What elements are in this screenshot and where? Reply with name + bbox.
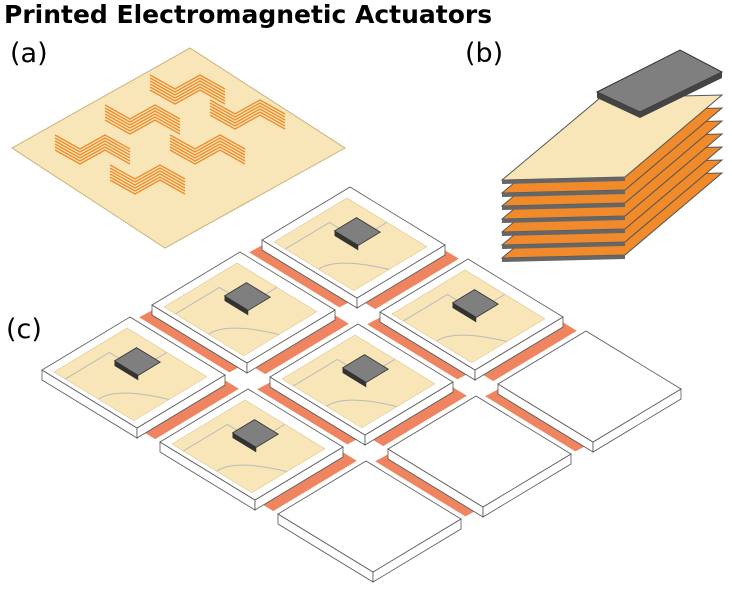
coil-trace bbox=[54, 149, 131, 165]
tile bbox=[269, 323, 454, 446]
coil-trace bbox=[109, 176, 186, 192]
layer-edge bbox=[502, 242, 625, 249]
magnet-chip bbox=[231, 419, 280, 448]
coil-trace bbox=[169, 143, 246, 159]
coil-trace bbox=[104, 116, 181, 132]
trace-arc bbox=[436, 334, 508, 342]
coil-2 bbox=[109, 164, 186, 195]
tile bbox=[379, 258, 564, 381]
tile bbox=[41, 316, 226, 439]
magnet-chip bbox=[223, 282, 272, 311]
tile bbox=[159, 388, 344, 511]
coil-trace bbox=[209, 105, 286, 121]
coil-trace bbox=[169, 137, 246, 153]
magnet-chip-edge bbox=[232, 432, 257, 453]
coil-trace bbox=[209, 102, 286, 118]
panel-c bbox=[41, 186, 682, 583]
layer-edge bbox=[502, 177, 625, 184]
coil-trace bbox=[149, 86, 226, 102]
coil-trace bbox=[209, 99, 286, 115]
coil-trace bbox=[109, 170, 186, 186]
tile bbox=[261, 186, 446, 309]
connector-strip bbox=[247, 312, 349, 375]
coil-trace bbox=[209, 114, 286, 130]
coil-trace bbox=[169, 146, 246, 162]
coil-4 bbox=[104, 104, 181, 135]
connector-strip bbox=[137, 377, 239, 440]
panel-a bbox=[11, 47, 346, 249]
trace-arc bbox=[326, 399, 398, 407]
magnet-chip-edge bbox=[114, 360, 139, 381]
tile bbox=[151, 251, 336, 374]
coil-trace bbox=[104, 119, 181, 135]
magnet-chip-edge bbox=[452, 302, 477, 323]
substrate-plate bbox=[11, 47, 346, 249]
coil-trace bbox=[54, 140, 131, 156]
coil-1 bbox=[54, 134, 131, 165]
panel-label-b: (b) bbox=[465, 38, 504, 69]
panel-label-a: (a) bbox=[10, 38, 48, 69]
figure-title: Printed Electromagnetic Actuators bbox=[4, 0, 493, 29]
magnet-chip-edge bbox=[334, 230, 359, 251]
trace-arc bbox=[318, 262, 390, 270]
connector-strip bbox=[475, 319, 577, 382]
coil-trace bbox=[169, 140, 246, 156]
layer-edge bbox=[502, 216, 625, 223]
connector-strip bbox=[255, 449, 357, 512]
layer-edge bbox=[502, 255, 625, 262]
layer-edge bbox=[502, 190, 625, 197]
coil-5 bbox=[209, 99, 286, 130]
coil-trace bbox=[169, 134, 246, 150]
coil-trace bbox=[54, 134, 131, 150]
trace-arc bbox=[98, 392, 170, 400]
coil-trace bbox=[209, 108, 286, 124]
coil-trace bbox=[104, 113, 181, 129]
layer-edge bbox=[502, 229, 625, 236]
coil-6 bbox=[169, 134, 246, 165]
magnet-chip-edge bbox=[342, 367, 367, 388]
coil-trace bbox=[54, 143, 131, 159]
coil-trace bbox=[104, 107, 181, 123]
magnet-chip bbox=[451, 289, 500, 318]
coil-trace bbox=[109, 164, 186, 180]
trace-arc bbox=[216, 464, 288, 472]
coil-trace bbox=[54, 137, 131, 153]
layer-edge bbox=[502, 203, 625, 210]
connector-strip bbox=[357, 247, 459, 310]
tile bbox=[387, 395, 572, 518]
tile bbox=[277, 460, 462, 583]
coil-trace bbox=[109, 179, 186, 195]
magnet-chip bbox=[341, 354, 390, 383]
coil-trace bbox=[149, 77, 226, 93]
magnet-chip bbox=[113, 347, 162, 376]
magnet-chip bbox=[333, 217, 382, 246]
coil-trace bbox=[104, 104, 181, 120]
coil-trace bbox=[149, 89, 226, 105]
connector-strip bbox=[365, 384, 467, 447]
trace-arc bbox=[208, 327, 280, 335]
coil-trace bbox=[169, 149, 246, 165]
tile-top bbox=[497, 330, 682, 443]
tile-top bbox=[277, 460, 462, 573]
coil-trace bbox=[209, 111, 286, 127]
magnet-chip-edge bbox=[224, 295, 249, 316]
coil-trace bbox=[54, 146, 131, 162]
panel-b bbox=[500, 49, 724, 262]
coil-trace bbox=[149, 80, 226, 96]
tile-top bbox=[387, 395, 572, 508]
tile bbox=[497, 330, 682, 453]
coil-trace bbox=[149, 83, 226, 99]
coil-trace bbox=[149, 74, 226, 90]
coil-trace bbox=[109, 167, 186, 183]
coil-trace bbox=[109, 173, 186, 189]
coil-trace bbox=[104, 110, 181, 126]
panel-label-c: (c) bbox=[6, 314, 42, 345]
coil-3 bbox=[149, 74, 226, 105]
